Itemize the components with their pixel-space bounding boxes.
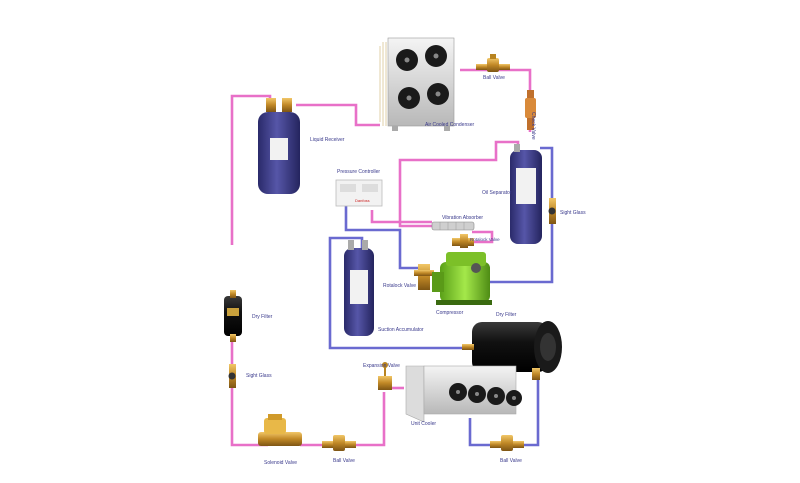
label-dry-filter-right: Dry Filter (496, 312, 517, 318)
ball-valve-bottom (322, 435, 356, 451)
pressure-ctrl-line-pink (370, 210, 432, 224)
check-valve (525, 90, 536, 130)
rotalock-loop (472, 230, 494, 244)
label-pressure-controller: Pressure Controller (337, 169, 381, 175)
label-ball-valve-bottom: Ball Valve (333, 458, 355, 464)
dry-filter-right (462, 321, 562, 380)
label-suction-accumulator: Suction Accumulator (378, 327, 424, 333)
label-air-cooled-condenser: Air Cooled Condenser (425, 122, 475, 128)
discharge-to-separator (398, 140, 520, 228)
label-rotalock-valve: Rotalock Valve (383, 283, 416, 289)
compressor (432, 252, 492, 305)
pressure-controller: Danfoss (335, 179, 383, 207)
pressure-ctrl-line-blue (344, 205, 420, 270)
dry-filter-left (224, 290, 242, 342)
rotalock-valve (414, 264, 434, 290)
sight-glass-right (548, 198, 556, 224)
liquid-receiver (258, 98, 300, 194)
label-sight-glass-right: Sight Glass (560, 210, 586, 216)
ball-valve-top (476, 54, 510, 72)
expansion-valve (378, 362, 392, 390)
label-expansion-valve: Expansion Valve (363, 363, 400, 369)
label-unit-cooler: Unit Cooler (411, 421, 437, 427)
label-dry-filter-left: Dry Filter (252, 314, 273, 320)
sight-glass-left (228, 364, 236, 388)
label-liquid-receiver: Liquid Receiver (310, 137, 345, 143)
suction-accumulator (344, 240, 374, 336)
ball-valve-right (490, 435, 524, 451)
label-check-valve: Check Valve (530, 112, 536, 140)
label-compressor: Compressor (436, 310, 464, 316)
rotalock-valve-small (452, 234, 474, 248)
label-solenoid-valve: Solenoid Valve (264, 460, 297, 466)
label-vibration-absorber: Vibration Absorber (442, 215, 484, 221)
oil-separator (510, 144, 542, 244)
label-ball-valve-right: Ball Valve (500, 458, 522, 464)
unit-cooler (405, 365, 522, 423)
label-ball-valve-top: Ball Valve (483, 75, 505, 81)
svg-text:Danfoss: Danfoss (355, 198, 370, 203)
label-sight-glass-left: Sight Glass (246, 373, 272, 379)
label-rotalock-valve-small: Rotalock Valve (470, 237, 500, 242)
condenser-out-line (296, 103, 380, 127)
solenoid-valve (258, 414, 302, 446)
vibration-absorber (431, 221, 475, 231)
liquid-line-lower-left (230, 335, 268, 447)
label-oil-separator: Oil Separator (482, 190, 512, 196)
air-cooled-condenser (379, 37, 455, 131)
